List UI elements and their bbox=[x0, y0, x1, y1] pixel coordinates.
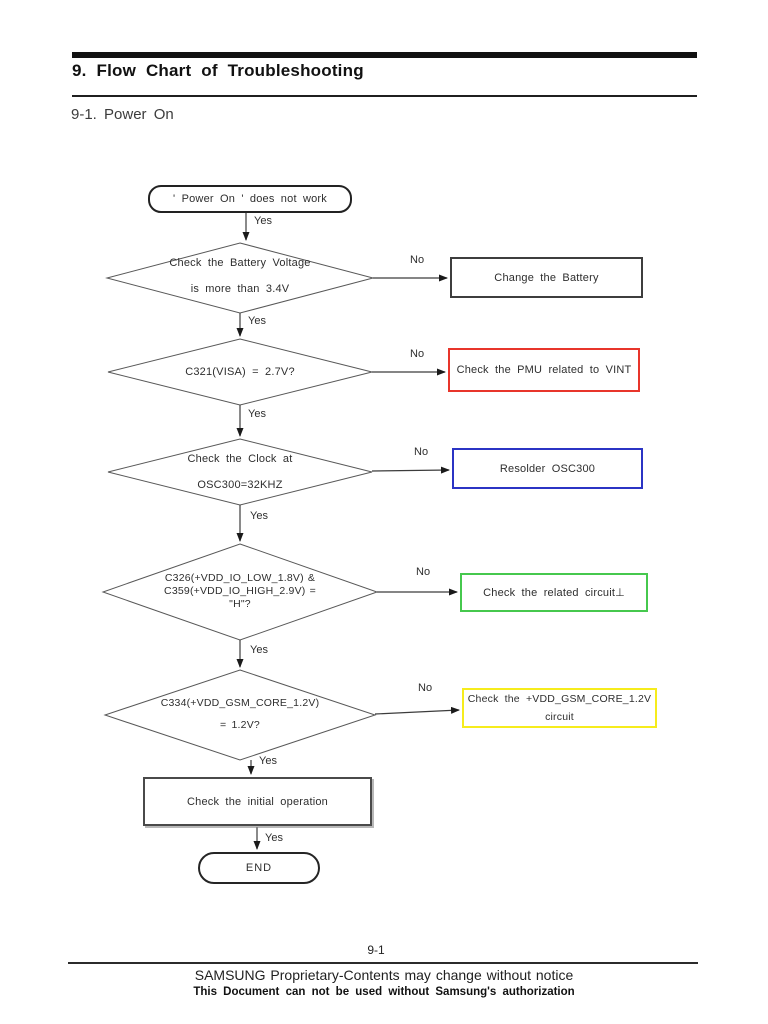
action-box-change-battery: Change the Battery bbox=[450, 257, 643, 298]
connector-d3-no bbox=[371, 466, 450, 474]
header-thick-rule bbox=[72, 52, 697, 58]
decision-text-battery-voltage: Check the Battery Voltage is more than 3… bbox=[169, 257, 311, 295]
edge-label-d2-yes: Yes bbox=[248, 408, 266, 420]
footer-rule bbox=[68, 962, 698, 964]
edge-label-final-yes: Yes bbox=[265, 832, 283, 844]
footer-notice: SAMSUNG Proprietary-Contents may change … bbox=[194, 967, 574, 983]
end-node: END bbox=[198, 852, 320, 884]
action-box-check-pmu: Check the PMU related to VINT bbox=[448, 348, 640, 392]
page-number: 9-1 bbox=[367, 943, 385, 957]
action-box-check-gsm-core-circuit: Check the +VDD_GSM_CORE_1.2V circuit bbox=[462, 688, 657, 728]
end-node-label: END bbox=[245, 862, 273, 874]
decision-text-vdd-gsm-core: C334(+VDD_GSM_CORE_1.2V) = 1.2V? bbox=[160, 697, 320, 731]
edge-label-d5-no: No bbox=[418, 682, 433, 694]
edge-label-d4-yes: Yes bbox=[250, 644, 268, 656]
edge-label-start-yes: Yes bbox=[254, 215, 272, 227]
action-box-resolder-osc300: Resolder OSC300 bbox=[452, 448, 643, 489]
edge-label-d4-no: No bbox=[416, 566, 431, 578]
decision-text-clock-osc300: Check the Clock at OSC300=32KHZ bbox=[187, 453, 293, 491]
connector-d5-no bbox=[374, 706, 460, 715]
start-node-label: ' Power On ' does not work bbox=[173, 193, 327, 205]
edge-label-d3-yes: Yes bbox=[250, 510, 268, 522]
decision-text-vdd-io: C326(+VDD_IO_LOW_1.8V) & C359(+VDD_IO_HI… bbox=[164, 572, 316, 610]
page-title: 9. Flow Chart of Troubleshooting bbox=[72, 61, 364, 80]
process-box-label: Check the initial operation bbox=[187, 795, 328, 808]
decision-text-c321-visa: C321(VISA) = 2.7V? bbox=[185, 366, 295, 378]
edge-label-d1-yes: Yes bbox=[248, 315, 266, 327]
edge-label-d5-yes: Yes bbox=[259, 755, 277, 767]
start-node: ' Power On ' does not work bbox=[148, 185, 352, 213]
section-subtitle: 9-1. Power On bbox=[71, 106, 174, 123]
action-box-check-related-circuit: Check the related circuit⊥ bbox=[460, 573, 648, 612]
edge-label-d3-no: No bbox=[414, 446, 429, 458]
process-box-initial-operation: Check the initial operation bbox=[143, 777, 372, 826]
footer-restriction: This Document can not be used without Sa… bbox=[193, 986, 575, 998]
decision-diamond-vdd-gsm-core bbox=[103, 669, 377, 761]
edge-label-d2-no: No bbox=[410, 348, 425, 360]
edge-label-d1-no: No bbox=[410, 254, 425, 266]
header-thin-rule bbox=[72, 95, 697, 97]
